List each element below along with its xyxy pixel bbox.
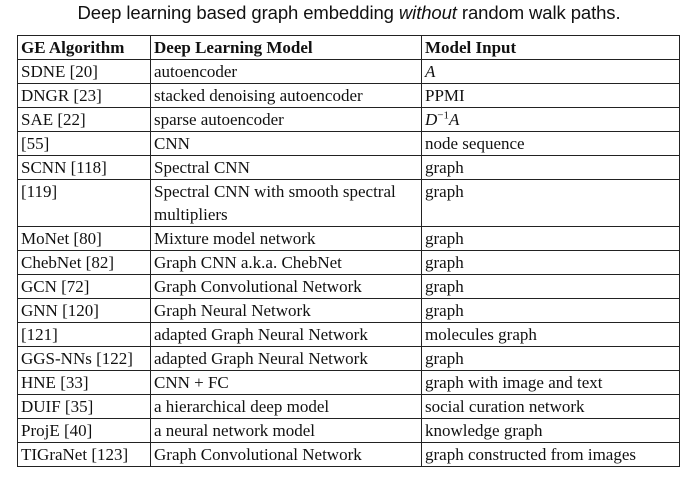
cell-algorithm: GGS-NNs [122] xyxy=(17,346,151,371)
caption-text-after: random walk paths. xyxy=(456,2,621,23)
cell-algorithm: [121] xyxy=(17,322,151,347)
cell-algorithm: DUIF [35] xyxy=(17,394,151,419)
math-symbol: D xyxy=(425,110,438,129)
caption-text-before: Deep learning based graph embedding xyxy=(77,2,399,23)
cell-input: knowledge graph xyxy=(421,418,680,443)
cell-input: PPMI xyxy=(421,83,680,108)
cell-algorithm: ProjE [40] xyxy=(17,418,151,443)
cell-input: graph constructed from images xyxy=(421,442,680,467)
cell-input: graph xyxy=(421,155,680,180)
cell-model: a neural network model xyxy=(150,418,422,443)
table-row: GGS-NNs [122]adapted Graph Neural Networ… xyxy=(17,346,680,371)
math-superscript: −1 xyxy=(437,109,449,122)
cell-algorithm: SCNN [118] xyxy=(17,155,151,180)
cell-model: CNN + FC xyxy=(150,370,422,395)
table-caption: Deep learning based graph embedding with… xyxy=(0,2,698,24)
cell-algorithm: DNGR [23] xyxy=(17,83,151,108)
cell-input: graph xyxy=(421,226,680,251)
cell-input: graph with image and text xyxy=(421,370,680,395)
header-row: GE Algorithm Deep Learning Model Model I… xyxy=(17,35,680,60)
cell-model: Spectral CNN with smooth spectral multip… xyxy=(150,179,422,227)
caption-emphasis: without xyxy=(398,2,457,23)
header-ge-algorithm: GE Algorithm xyxy=(17,35,151,60)
cell-model: Graph Convolutional Network xyxy=(150,442,422,467)
cell-model: autoencoder xyxy=(150,59,422,84)
cell-algorithm: GCN [72] xyxy=(17,274,151,299)
cell-algorithm: [119] xyxy=(17,179,151,227)
math-symbol: A xyxy=(449,110,460,129)
cell-model: Spectral CNN xyxy=(150,155,422,180)
cell-model: adapted Graph Neural Network xyxy=(150,346,422,371)
cell-input: graph xyxy=(421,346,680,371)
cell-model: CNN xyxy=(150,131,422,156)
cell-input: molecules graph xyxy=(421,322,680,347)
cell-input: graph xyxy=(421,250,680,275)
cell-input: node sequence xyxy=(421,131,680,156)
cell-algorithm: TIGraNet [123] xyxy=(17,442,151,467)
math-symbol: A xyxy=(425,62,436,81)
cell-input: graph xyxy=(421,298,680,323)
cell-algorithm: SDNE [20] xyxy=(17,59,151,84)
cell-algorithm: ChebNet [82] xyxy=(17,250,151,275)
cell-model: a hierarchical deep model xyxy=(150,394,422,419)
cell-model: Graph CNN a.k.a. ChebNet xyxy=(150,250,422,275)
cell-model: stacked denoising autoencoder xyxy=(150,83,422,108)
header-deep-learning-model: Deep Learning Model xyxy=(150,35,422,60)
table-row: [119]Spectral CNN with smooth spectral m… xyxy=(17,179,680,227)
header-model-input: Model Input xyxy=(421,35,680,60)
cell-algorithm: MoNet [80] xyxy=(17,226,151,251)
cell-input: graph xyxy=(421,179,680,227)
cell-algorithm: [55] xyxy=(17,131,151,156)
cell-model: Graph Convolutional Network xyxy=(150,274,422,299)
cell-model: adapted Graph Neural Network xyxy=(150,322,422,347)
cell-model: Mixture model network xyxy=(150,226,422,251)
cell-input: graph xyxy=(421,274,680,299)
cell-input: social curation network xyxy=(421,394,680,419)
cell-algorithm: HNE [33] xyxy=(17,370,151,395)
cell-algorithm: GNN [120] xyxy=(17,298,151,323)
cell-model: Graph Neural Network xyxy=(150,298,422,323)
cell-input: D−1A xyxy=(421,107,680,132)
table-row: TIGraNet [123]Graph Convolutional Networ… xyxy=(17,442,680,467)
cell-input: A xyxy=(421,59,680,84)
graph-embedding-table: GE Algorithm Deep Learning Model Model I… xyxy=(17,35,680,467)
cell-algorithm: SAE [22] xyxy=(17,107,151,132)
cell-model: sparse autoencoder xyxy=(150,107,422,132)
